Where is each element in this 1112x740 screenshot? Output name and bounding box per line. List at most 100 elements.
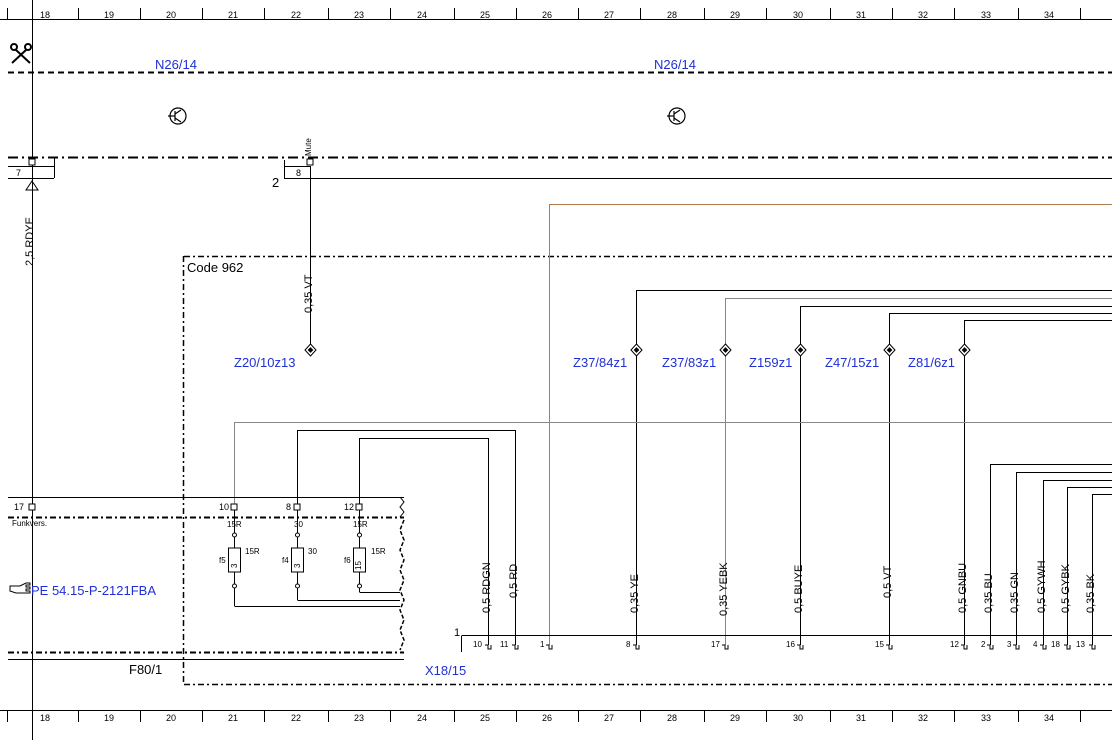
pin-label: 1: [454, 627, 461, 639]
fuse-terminal: 15R: [245, 547, 260, 556]
wire-label: 0,5 GNBU: [957, 562, 969, 613]
wire-label: 0,35 GN: [1009, 572, 1021, 613]
ruler-col: 22: [290, 10, 301, 20]
ruler-col: 24: [416, 713, 427, 723]
ruler-col: 19: [103, 713, 114, 723]
wire-label: 0,5 VT: [882, 565, 894, 598]
wire-label: 0,35 BK: [1085, 573, 1097, 613]
x18-pin: 16: [786, 640, 795, 649]
fuse-top-label: 15R: [353, 520, 368, 529]
fuse-name: f5: [219, 556, 226, 565]
x18-pin: 2: [981, 640, 986, 649]
ruler-col: 28: [666, 713, 677, 723]
mute-label: Mute: [304, 138, 313, 156]
wire-label: 0,35 YEBK: [718, 562, 730, 616]
component-f80: F80/1: [129, 662, 163, 677]
ruler-col: 19: [103, 10, 114, 20]
x18-pin: 18: [1051, 640, 1060, 649]
fuse-terminal: 30: [308, 547, 317, 556]
fuse-terminal: 15R: [371, 547, 386, 556]
connector-z81[interactable]: Z81/6z1: [908, 355, 955, 370]
x18-pin: 13: [1076, 640, 1085, 649]
x18-pin: 11: [500, 640, 509, 649]
ruler-col: 25: [479, 713, 490, 723]
ruler-col: 30: [792, 713, 803, 723]
transistor-symbol-left: [168, 107, 187, 125]
fuse-top-label: 30: [294, 520, 303, 529]
ruler-col: 20: [165, 713, 176, 723]
pin-label: 10: [219, 502, 230, 512]
x18-pin: 8: [626, 640, 631, 649]
component-x18[interactable]: X18/15: [425, 663, 467, 678]
wire-label: 2,5 RDYE: [24, 217, 36, 266]
ruler-col: 26: [541, 713, 552, 723]
scissors-icon: [10, 43, 32, 64]
x18-pin: 17: [711, 640, 720, 649]
ruler-col: 23: [353, 10, 364, 20]
ruler-col: 29: [729, 10, 740, 20]
pin-label: 12: [344, 502, 355, 512]
pin-label: 17: [14, 502, 25, 512]
ruler-col: 24: [416, 10, 427, 20]
top-ruler: [0, 8, 1112, 20]
fuse-rating: 15: [354, 561, 363, 570]
connector-z47[interactable]: Z47/15z1: [825, 355, 880, 370]
ruler-col: 21: [227, 10, 238, 20]
ruler-col: 20: [165, 10, 176, 20]
ruler-col: 32: [917, 10, 928, 20]
connector-z159[interactable]: Z159z1: [749, 355, 793, 370]
ruler-col: 18: [39, 713, 50, 723]
transistor-symbol-right: [667, 107, 686, 125]
funkvers-label: Funkvers.: [12, 519, 48, 528]
wire-label: 0,35 YE: [629, 574, 641, 613]
ruler-col: 27: [603, 713, 614, 723]
fuse-rating: 3: [293, 563, 302, 568]
ruler-col: 23: [353, 713, 364, 723]
component-n26-left[interactable]: N26/14: [155, 57, 197, 72]
fuse-name: f6: [344, 556, 351, 565]
fuse-name: f4: [282, 556, 289, 565]
x18-pin: 12: [950, 640, 959, 649]
ruler-col: 21: [227, 713, 238, 723]
pin-label: 7: [16, 168, 22, 178]
component-n26-right[interactable]: N26/14: [654, 57, 696, 72]
ruler-col: 30: [792, 10, 803, 20]
x18-pin: 15: [875, 640, 884, 649]
wire-label: 0,5 BUYE: [793, 564, 805, 613]
x18-pin: 3: [1007, 640, 1012, 649]
ruler-col: 34: [1043, 713, 1054, 723]
ruler-col: 31: [855, 713, 866, 723]
fuse-top-label: 15R: [227, 520, 242, 529]
ruler-col: 29: [729, 713, 740, 723]
connector-z20[interactable]: Z20/10z13: [234, 355, 296, 370]
bottom-ruler: [0, 710, 1112, 722]
wire-label: 0,35 VT: [303, 274, 315, 313]
x18-pin: 1: [540, 640, 545, 649]
ruler-col: 25: [479, 10, 490, 20]
ruler-col: 26: [541, 10, 552, 20]
fuse-rating: 3: [230, 563, 239, 568]
x18-pin: 4: [1033, 640, 1038, 649]
wire-label: 0,5 GYBK: [1060, 564, 1072, 613]
ruler-col: 34: [1043, 10, 1054, 20]
connector-z37-84[interactable]: Z37/84z1: [573, 355, 628, 370]
pin-label: 8: [296, 168, 302, 178]
pe-document-link[interactable]: PE 54.15-P-2121FBA: [31, 583, 157, 598]
wire-label: 0,5 RDGN: [481, 562, 493, 613]
pin-label: 8: [286, 502, 292, 512]
ruler-col: 28: [666, 10, 677, 20]
ruler-col: 31: [855, 10, 866, 20]
ruler-col: 27: [603, 10, 614, 20]
connector-z37-83[interactable]: Z37/83z1: [662, 355, 717, 370]
wire-label: 0,5 GYWH: [1036, 560, 1048, 613]
ruler-col: 33: [980, 713, 991, 723]
x18-pin: 10: [473, 640, 482, 649]
wire-label: 0,35 BU: [983, 573, 995, 613]
pin-label: 2: [272, 175, 280, 190]
ruler-col: 18: [39, 10, 50, 20]
ruler-col: 32: [917, 713, 928, 723]
wire-label: 0,5 RD: [508, 563, 520, 598]
hand-pointer-icon: [9, 582, 31, 594]
